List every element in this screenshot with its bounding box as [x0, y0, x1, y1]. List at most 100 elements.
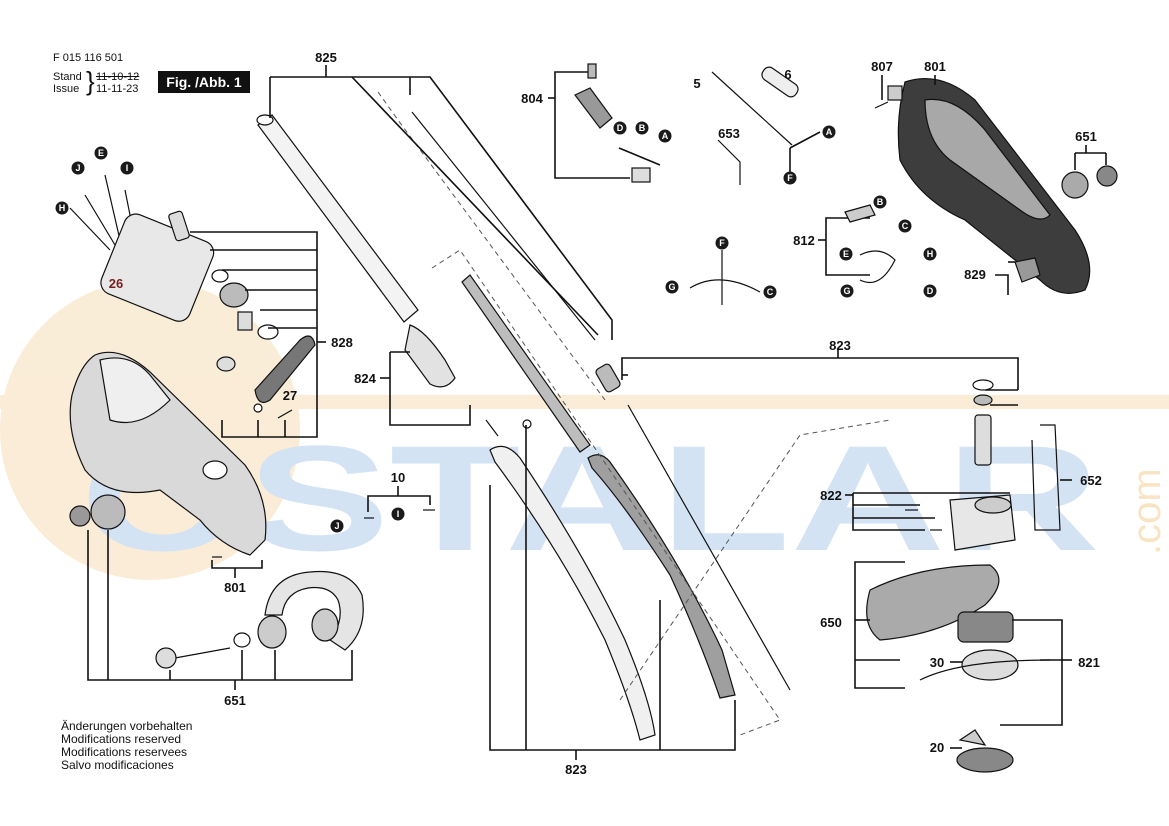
- label-807: 807: [871, 59, 893, 74]
- connector-d-804-label: D: [617, 123, 624, 133]
- motor-wire-3: [84, 194, 116, 246]
- motor-ring: [211, 269, 229, 283]
- fan-wheel: [219, 282, 249, 308]
- tube-clamp-824: [404, 324, 456, 388]
- connector-f-cable: [783, 171, 797, 185]
- bracket-651-frame: [87, 530, 353, 681]
- cutting-line: [919, 659, 1051, 681]
- latch-829: [1014, 257, 1041, 283]
- assembly-line-1: [377, 91, 606, 401]
- connector-e-812-label: E: [843, 249, 849, 259]
- connector-d-804: [613, 121, 627, 135]
- connector-c-cross-label: C: [767, 287, 774, 297]
- bracket-823-top-frame: [621, 357, 1019, 390]
- connector-h-left: [55, 201, 69, 215]
- connector-b-804: [635, 121, 649, 135]
- bracket-651-bottom: [87, 530, 353, 690]
- label-804: 804: [521, 91, 543, 106]
- small-pin: [522, 419, 532, 429]
- small-washer: [253, 403, 263, 413]
- pin: [277, 409, 293, 419]
- aux-handle: [155, 570, 364, 669]
- label-829: 829: [964, 267, 986, 282]
- handle-bolt: [174, 647, 231, 659]
- sleeve-6: [761, 66, 799, 98]
- washer-651-right: [1096, 165, 1118, 187]
- knob-washer: [69, 505, 91, 527]
- connector-i-10-label: I: [397, 509, 400, 519]
- connector-b-804-label: B: [639, 123, 646, 133]
- bow-guide-652: [1031, 424, 1061, 531]
- connector-b-812: [873, 195, 887, 209]
- connector-j-left: [71, 161, 85, 175]
- label-6: 6: [784, 67, 791, 82]
- label-653: 653: [718, 126, 740, 141]
- handle-clamp-left: [257, 615, 287, 649]
- small-bushing: [216, 356, 236, 372]
- bracket-10-frame: [367, 495, 431, 512]
- label-823-bottom: 823: [565, 762, 587, 777]
- bracket-804: [548, 63, 661, 183]
- watermark-band: [0, 395, 1169, 409]
- bracket-650: [854, 561, 905, 689]
- connector-e-left: [94, 146, 108, 160]
- label-828: 828: [331, 335, 353, 350]
- connector-c-812: [898, 219, 912, 233]
- bracket-824: [380, 351, 471, 426]
- note-french: Modifications reservees: [61, 745, 188, 759]
- label-823-top: 823: [829, 338, 851, 353]
- assembly-line-2: [431, 249, 781, 736]
- connector-f-cable-label: F: [787, 173, 793, 183]
- label-825: 825: [315, 50, 337, 65]
- spool-30: [961, 649, 1019, 681]
- spring-804: [587, 63, 597, 79]
- upper-tube: [257, 114, 419, 323]
- connector-c-cross: [763, 285, 777, 299]
- label-26: 26: [109, 276, 123, 291]
- motor-brush: [168, 210, 190, 242]
- bracket-10: [364, 486, 435, 519]
- label-652: 652: [1080, 473, 1102, 488]
- guide-rail-2: [587, 454, 736, 699]
- bracket-828: [190, 231, 326, 438]
- knob-nut: [90, 494, 126, 530]
- gear-head: [845, 379, 1072, 773]
- spool-housing-821: [957, 611, 1014, 643]
- label-801-top: 801: [924, 59, 946, 74]
- figure-label: Fig. /Abb. 1: [158, 71, 250, 93]
- handle-clamp-right: [311, 608, 339, 642]
- bracket-825-tick-2: [351, 76, 599, 336]
- nut-651-right: [1061, 171, 1089, 199]
- cable-lead-a: [789, 131, 821, 149]
- connector-i-left: [120, 161, 134, 175]
- bracket-812-frame: [825, 217, 870, 276]
- bracket-801-bottom: [211, 560, 263, 578]
- lower-shaft: [461, 274, 736, 741]
- connector-j-left-label: J: [75, 163, 80, 173]
- label-5: 5: [693, 76, 700, 91]
- bearing-ring: [257, 324, 279, 340]
- connector-d-812-label: D: [927, 286, 934, 296]
- bracket-821: [1000, 619, 1063, 726]
- clip-812a: [844, 204, 876, 223]
- connector-i-10: [391, 507, 405, 521]
- watermark-suffix: .com: [1125, 468, 1169, 555]
- connector-d-812: [923, 284, 937, 298]
- bracket-825: [269, 65, 613, 340]
- bracket-823: [489, 350, 1019, 760]
- label-801-bottom: 801: [224, 580, 246, 595]
- main-housing: [69, 351, 267, 558]
- drive-shaft-lower: [627, 404, 791, 691]
- switch-block: [631, 167, 651, 183]
- motor-shaft-part: [237, 311, 253, 331]
- bearing-823: [973, 394, 993, 406]
- motor-wire-4: [69, 207, 111, 251]
- housing-801-inner: [924, 98, 1051, 220]
- doc-number: F 015 116 501: [53, 52, 124, 64]
- modification-notes: Änderungen vorbehalten Modifications res…: [61, 720, 192, 772]
- connector-g-cross: [665, 280, 679, 294]
- hex-key-653: [717, 139, 741, 185]
- upper-housing-801: [874, 75, 1118, 295]
- stand-label: Stand: [53, 71, 82, 83]
